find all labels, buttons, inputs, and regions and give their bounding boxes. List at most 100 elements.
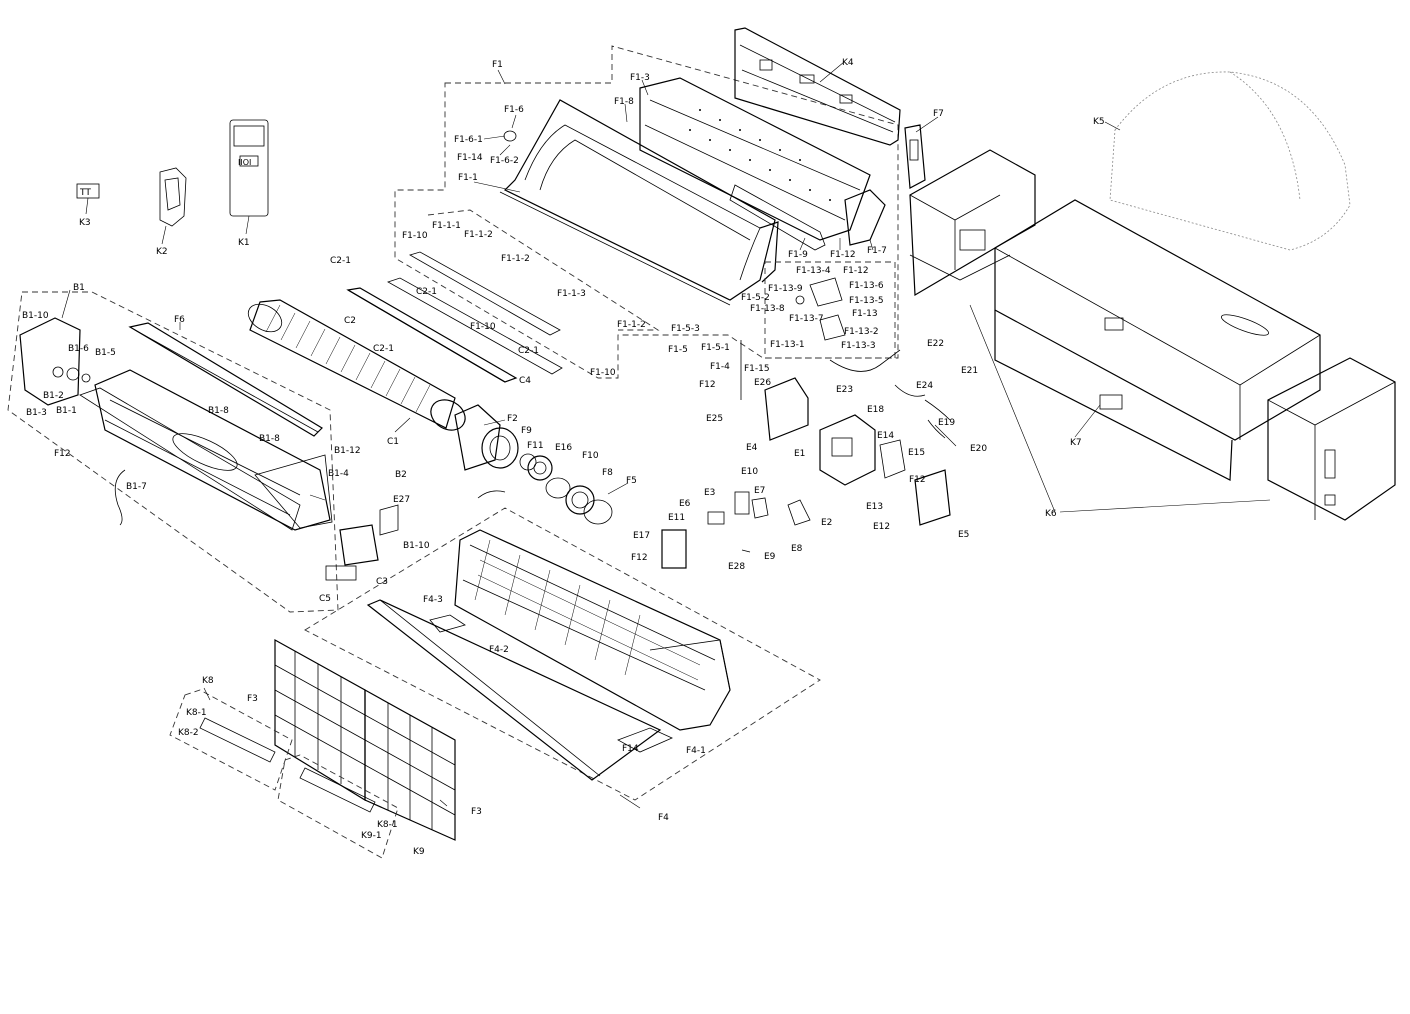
label-F1-3: F1-3 [630, 73, 650, 83]
label-F4-1: F4-1 [686, 746, 706, 756]
F1-boundary [394, 45, 899, 379]
label-F1-12: F1-12 [830, 250, 856, 260]
label-E5: E5 [958, 530, 969, 540]
label-F1-1-2: F1-1-2 [464, 230, 493, 240]
label-E25: E25 [706, 414, 723, 424]
label-F1-14: F1-14 [457, 153, 483, 163]
label-E27: E27 [393, 495, 410, 505]
label-F1-12b: F1-12 [843, 266, 869, 276]
label-B1-1: B1-1 [56, 406, 77, 416]
label-E2: E2 [821, 518, 832, 528]
label-K5: K5 [1093, 117, 1105, 127]
label-F1-9: F1-9 [788, 250, 808, 260]
label-E11: E11 [668, 513, 685, 523]
label-E18: E18 [867, 405, 884, 415]
label-F14: F14 [622, 744, 639, 754]
label-F8: F8 [602, 468, 613, 478]
label-F1-13: F1-13 [852, 309, 878, 319]
label-C1: C1 [387, 437, 399, 447]
label-F1-13-8: F1-13-8 [750, 304, 785, 314]
label-F4-2: F4-2 [489, 645, 509, 655]
label-E9: E9 [764, 552, 776, 562]
label-F1-13-6: F1-13-6 [849, 281, 884, 291]
label-E7: E7 [754, 486, 765, 496]
label-F11: F11 [527, 441, 544, 451]
label-F1-5-2: F1-5-2 [741, 293, 770, 303]
label-F1-1-2b: F1-1-2 [501, 254, 530, 264]
label-F1-13-5: F1-13-5 [849, 296, 884, 306]
label-F7: F7 [933, 109, 944, 119]
label-K7: K7 [1070, 438, 1082, 448]
label-F1-13-3: F1-13-3 [841, 341, 876, 351]
F1-13-box [764, 261, 896, 359]
label-K3: K3 [79, 218, 91, 228]
label-F1-13-2: F1-13-2 [844, 327, 879, 337]
label-F1-15: F1-15 [744, 364, 770, 374]
label-K8-2: K8-2 [178, 728, 199, 738]
label-F5: F5 [626, 476, 637, 486]
remote-control-icon: IIOI [229, 119, 269, 235]
label-F1-6: F1-6 [504, 105, 524, 115]
label-F1-1-1: F1-1-1 [432, 221, 461, 231]
label-B1-5: B1-5 [95, 348, 116, 358]
label-F1-4: F1-4 [710, 362, 730, 372]
remote-holder-icon [159, 167, 187, 245]
label-C5: C5 [319, 594, 331, 604]
label-K8-1: K8-1 [186, 708, 207, 718]
label-E15: E15 [908, 448, 925, 458]
label-E6: E6 [679, 499, 691, 509]
label-E21: E21 [961, 366, 978, 376]
label-F1-13-9: F1-13-9 [768, 284, 803, 294]
label-B1-7: B1-7 [126, 482, 147, 492]
label-F1-6-1: F1-6-1 [454, 135, 483, 145]
label-F1-13-4: F1-13-4 [796, 266, 831, 276]
part-labels: K1 K2 K3 K4 K5 K6 K7 K8 K8-1 K8-2 K8-1 K… [22, 58, 1105, 857]
label-F1-10b: F1-10 [470, 322, 496, 332]
label-F1: F1 [492, 60, 503, 70]
front-strip-F6 [128, 322, 323, 437]
label-C3: C3 [376, 577, 388, 587]
main-casing [499, 99, 779, 306]
label-C4: C4 [519, 376, 531, 386]
label-F1-7: F1-7 [867, 246, 887, 256]
label-F12a: F12 [54, 449, 71, 459]
front-grille-group [304, 507, 821, 801]
label-C2-1d: C2-1 [518, 346, 539, 356]
label-C2-1a: C2-1 [330, 256, 351, 266]
label-F3a: F3 [247, 694, 258, 704]
label-K8: K8 [202, 676, 214, 686]
label-F12d: F12 [909, 475, 926, 485]
label-F3b: F3 [471, 807, 482, 817]
label-F1-1: F1-1 [458, 173, 478, 183]
label-C2-1b: C2-1 [416, 287, 437, 297]
mounting-plate-K4 [734, 27, 901, 146]
drain-strips [346, 251, 563, 383]
package-K6-right [1267, 357, 1396, 521]
label-K4: K4 [842, 58, 854, 68]
label-F1-10: F1-10 [402, 231, 428, 241]
label-B1-6: B1-6 [68, 344, 89, 354]
air-filters [169, 638, 456, 859]
label-F4: F4 [658, 813, 669, 823]
label-E10: E10 [741, 467, 758, 477]
label-E3: E3 [704, 488, 715, 498]
label-E13: E13 [866, 502, 883, 512]
label-F1-6-2: F1-6-2 [490, 156, 519, 166]
label-B1-3: B1-3 [26, 408, 47, 418]
label-K6: K6 [1045, 509, 1057, 519]
label-F12b: F12 [699, 380, 716, 390]
label-K9: K9 [413, 847, 425, 857]
label-F1-13-1: F1-13-1 [770, 340, 805, 350]
fan-motor-parts [454, 404, 613, 525]
label-K9-1: K9-1 [361, 831, 382, 841]
label-B1: B1 [73, 283, 85, 293]
label-C2-1c: C2-1 [373, 344, 394, 354]
label-E19: E19 [938, 418, 955, 428]
label-K2: K2 [156, 247, 168, 257]
svg-text:IIOI: IIOI [238, 158, 251, 167]
label-E26: E26 [754, 378, 771, 388]
label-E1: E1 [794, 449, 805, 459]
label-F10: F10 [582, 451, 599, 461]
svg-text:TT: TT [79, 188, 91, 198]
